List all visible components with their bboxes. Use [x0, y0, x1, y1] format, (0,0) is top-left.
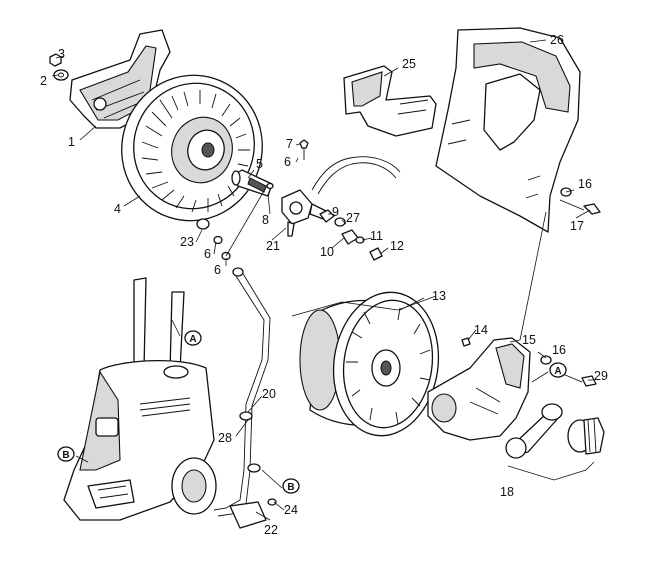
- callout-28: 28: [218, 431, 232, 445]
- part-drum: [299, 291, 440, 437]
- callout-4: 4: [114, 202, 121, 216]
- callout-6c: 6: [284, 155, 291, 169]
- svg-text:B: B: [287, 482, 294, 493]
- callout-9: 9: [332, 205, 339, 219]
- callout-24: 24: [284, 503, 298, 517]
- callout-5: 5: [256, 157, 263, 171]
- callout-26: 26: [550, 33, 564, 47]
- part-axle-connector: [231, 169, 273, 197]
- part-hose-loop: [311, 156, 401, 195]
- part-crank-bracket: [427, 337, 531, 441]
- group-bracket-13: [291, 295, 437, 317]
- callout-15: 15: [522, 333, 536, 347]
- reference-tag-b-left: B: [57, 446, 75, 462]
- callout-16b: 16: [552, 343, 566, 357]
- callout-6b: 6: [214, 263, 221, 277]
- callout-8: 8: [262, 213, 269, 227]
- callout-12: 12: [390, 239, 404, 253]
- callout-18: 18: [500, 485, 514, 499]
- callout-22: 22: [264, 523, 278, 537]
- callout-13: 13: [432, 289, 446, 303]
- reference-tag-a-upper: A: [184, 330, 202, 346]
- callout-2: 2: [40, 74, 47, 88]
- callout-23: 23: [180, 235, 194, 249]
- callout-27: 27: [346, 211, 360, 225]
- part-small-fittings: [319, 209, 383, 261]
- callout-16a: 16: [578, 177, 592, 191]
- svg-text:B: B: [62, 450, 69, 461]
- callout-labels: 1 2 3 4 5 6 6 6 7 8 9 10 11 12 13 14 15 …: [40, 33, 608, 537]
- reference-tag-b-right: B: [282, 478, 300, 494]
- group-bracket-18: [507, 461, 595, 481]
- svg-text:A: A: [189, 334, 196, 345]
- part-hose-clip: [343, 65, 437, 137]
- callout-7: 7: [286, 137, 293, 151]
- part-screw-washer: [49, 53, 69, 81]
- callout-20: 20: [262, 387, 276, 401]
- part-valve-block: [281, 189, 329, 237]
- callout-17: 17: [570, 219, 584, 233]
- callout-6a: 6: [204, 247, 211, 261]
- leader-lines: [51, 39, 594, 521]
- callout-11: 11: [370, 229, 383, 243]
- part-hose-reel: [121, 74, 263, 222]
- reference-tag-a-lower: A: [549, 362, 567, 378]
- svg-text:A: A: [554, 366, 561, 377]
- part-handle-frame: [435, 27, 581, 233]
- callout-14: 14: [474, 323, 488, 337]
- callout-29: 29: [594, 369, 608, 383]
- part-connection-hose: [213, 267, 277, 529]
- callout-1: 1: [68, 135, 75, 149]
- callout-3: 3: [58, 47, 65, 61]
- part-crank-handle: [505, 403, 605, 459]
- part-washer-body: [63, 277, 217, 521]
- part-small-screw: [299, 139, 309, 160]
- callout-10: 10: [320, 245, 334, 259]
- callout-21: 21: [266, 239, 280, 253]
- callout-25: 25: [402, 57, 416, 71]
